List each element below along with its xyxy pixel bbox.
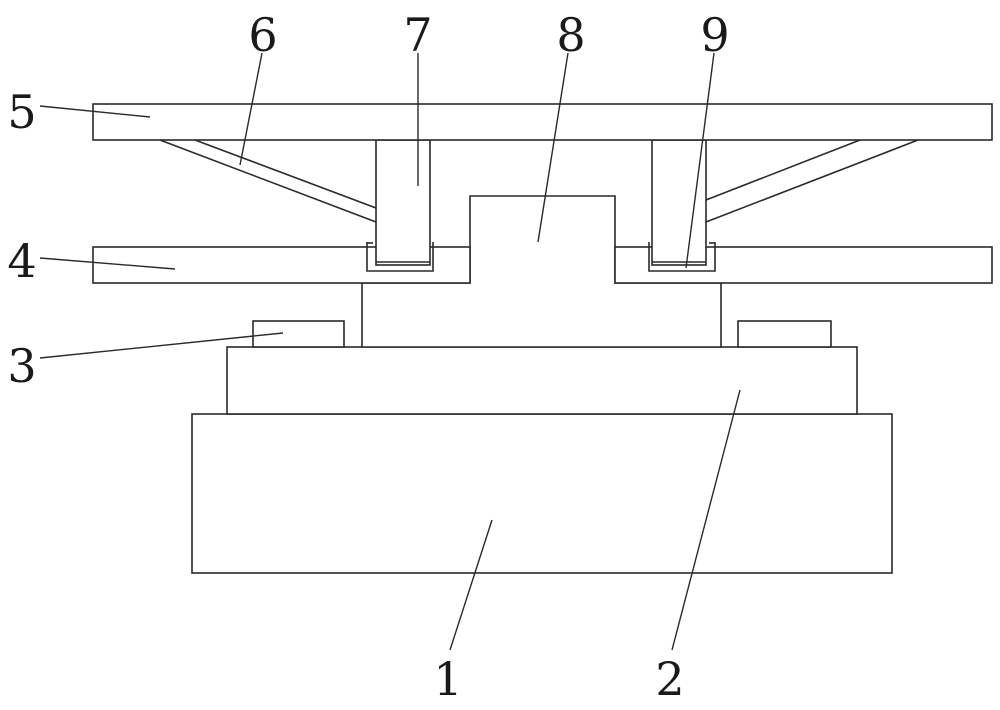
label-5: 5 bbox=[7, 85, 36, 139]
label-1: 1 bbox=[433, 652, 462, 706]
base-block bbox=[192, 414, 892, 573]
right-pad bbox=[738, 321, 831, 347]
right-brace-outer bbox=[706, 140, 918, 222]
label-2: 2 bbox=[655, 652, 684, 706]
right-brace-inner bbox=[706, 140, 860, 200]
label-9: 9 bbox=[700, 8, 729, 62]
label-7: 7 bbox=[403, 8, 432, 62]
label-8: 8 bbox=[556, 8, 585, 62]
left-vertical-block bbox=[376, 140, 430, 265]
middle-plate bbox=[227, 347, 857, 414]
label-3: 3 bbox=[7, 339, 36, 393]
left-brace-outer bbox=[160, 140, 376, 222]
top-plate bbox=[93, 104, 992, 140]
label-6: 6 bbox=[248, 8, 277, 62]
label-4: 4 bbox=[7, 234, 36, 288]
right-vertical-block bbox=[652, 140, 706, 265]
left-brace-inner bbox=[195, 140, 376, 208]
